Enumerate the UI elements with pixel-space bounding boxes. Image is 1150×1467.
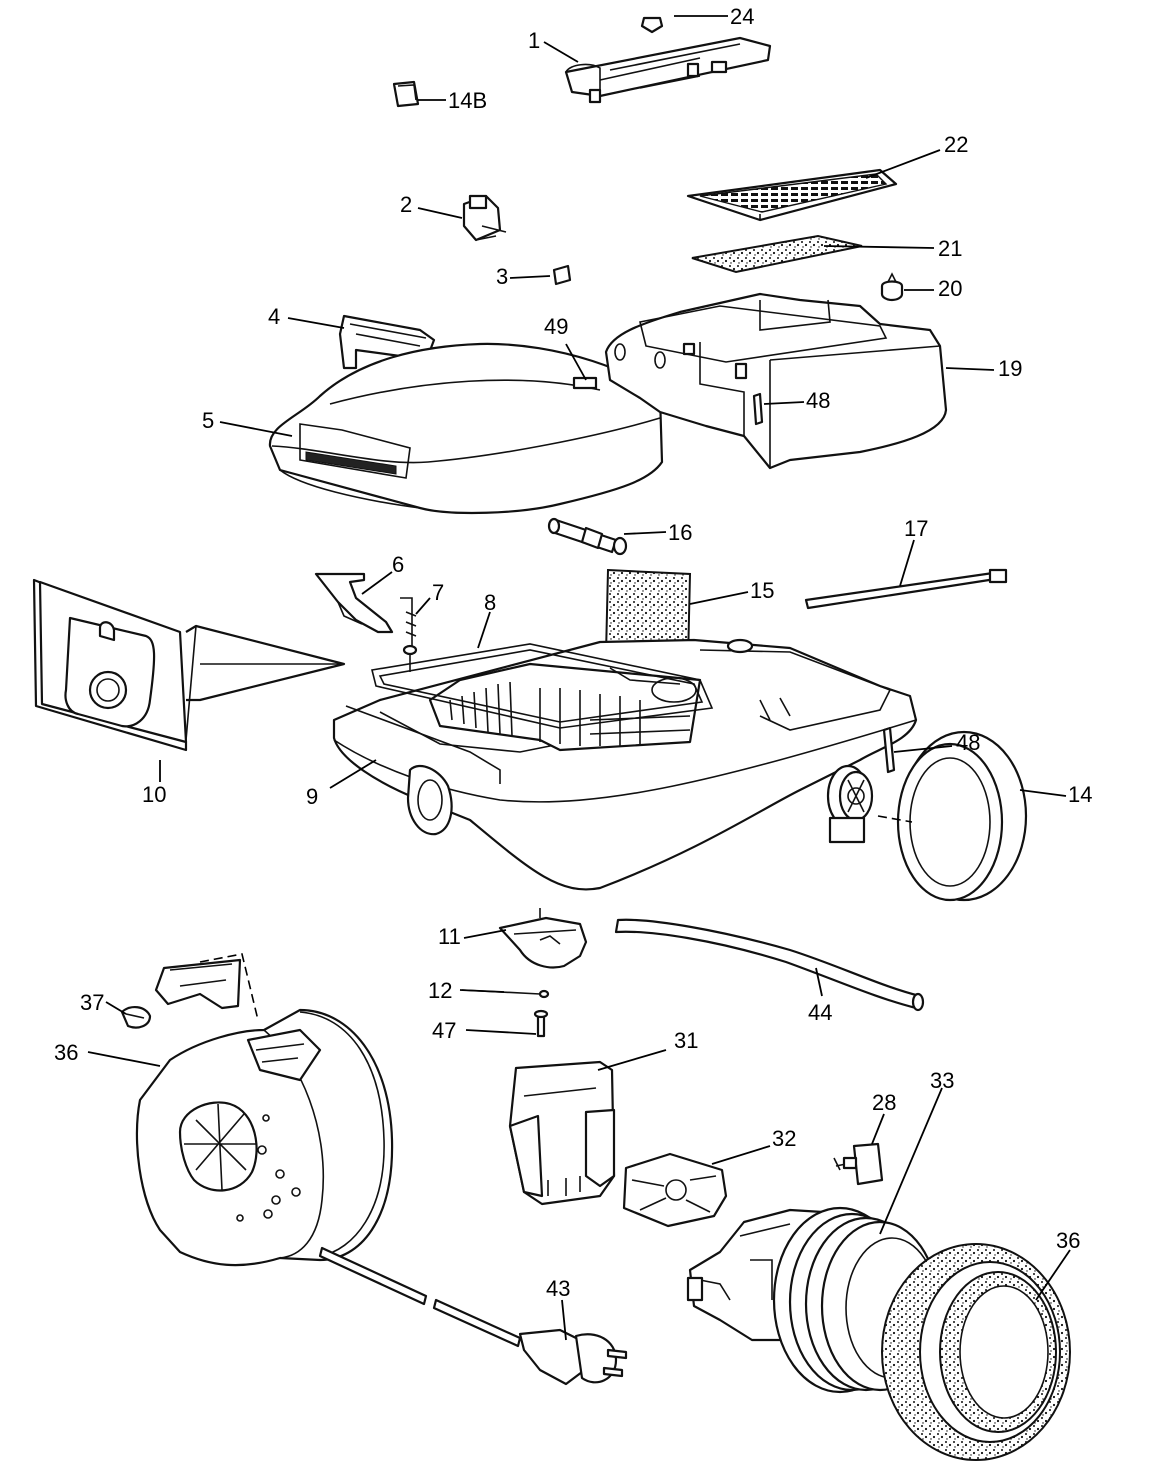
callout-14B: 14B <box>448 88 487 113</box>
callout-11: 11 <box>438 924 461 949</box>
callout-24: 24 <box>730 4 754 29</box>
callout-16: 16 <box>668 520 692 545</box>
callout-labels: 24 1 14B 22 2 21 3 20 4 49 19 48 5 16 17… <box>54 4 1092 1301</box>
part-43-cord-plug <box>318 1246 628 1386</box>
part-14-wheel <box>896 730 1028 902</box>
callout-7: 7 <box>432 580 444 605</box>
callout-21: 21 <box>938 236 962 261</box>
callout-14: 14 <box>1068 782 1092 807</box>
part-3-tab <box>552 264 572 286</box>
callout-17: 17 <box>904 516 928 541</box>
callout-48-lower: 48 <box>956 730 980 755</box>
callout-31: 31 <box>674 1028 698 1053</box>
callout-47: 47 <box>432 1018 456 1043</box>
part-21-filter-pad <box>691 234 863 274</box>
part-37-cover <box>135 1008 394 1267</box>
part-48-screw-upper <box>752 392 764 426</box>
callout-22: 22 <box>944 132 968 157</box>
part-7-spring <box>400 597 418 672</box>
part-9-body <box>332 638 918 891</box>
callout-32: 32 <box>772 1126 796 1151</box>
part-44-hose <box>614 918 925 1012</box>
callout-43: 43 <box>546 1276 570 1301</box>
callout-1: 1 <box>528 28 540 53</box>
part-16-pin <box>547 517 628 556</box>
part-19-rear-housing <box>604 292 948 470</box>
callout-6: 6 <box>392 552 404 577</box>
part-40-bracket <box>120 958 242 1029</box>
part-32-baffle <box>622 1152 728 1228</box>
callout-37: 36 <box>54 1040 78 1065</box>
part-28-terminal <box>833 1142 884 1186</box>
callout-36: 36 <box>1056 1228 1080 1253</box>
callout-44: 44 <box>808 1000 832 1025</box>
callout-12: 12 <box>428 978 452 1003</box>
callout-28: 28 <box>872 1090 896 1115</box>
callout-8: 8 <box>484 590 496 615</box>
callout-9: 9 <box>306 784 318 809</box>
part-6-bracket <box>314 572 394 634</box>
part-2-switch <box>462 194 507 242</box>
part-10-dust-bag <box>32 578 346 752</box>
leader-lines <box>87 15 1071 1341</box>
callout-4: 4 <box>268 304 280 329</box>
part-5-lid <box>268 342 664 515</box>
part-20-knob <box>880 272 904 302</box>
callout-15: 15 <box>750 578 774 603</box>
part-14B-plate <box>392 80 420 108</box>
part-31-panel <box>508 1060 616 1206</box>
callout-48-upper: 48 <box>806 388 830 413</box>
callout-3: 3 <box>496 264 508 289</box>
callout-10: 10 <box>142 782 166 807</box>
callout-40: 37 <box>80 990 104 1015</box>
part-17-rod <box>804 568 1008 610</box>
callout-33: 33 <box>930 1068 954 1093</box>
callout-49: 49 <box>544 314 568 339</box>
callout-20: 20 <box>938 276 962 301</box>
callout-19: 19 <box>998 356 1022 381</box>
part-1-top-cover <box>564 36 772 104</box>
part-36-filter-ring <box>881 1243 1071 1461</box>
part-11-scoop <box>498 908 588 969</box>
part-8-frame <box>371 643 714 729</box>
part-24-clip <box>640 16 664 34</box>
part-48-screw-lower <box>882 726 896 774</box>
part-22-grille <box>686 168 898 222</box>
part-47-screw <box>533 1009 549 1038</box>
callout-5: 5 <box>202 408 214 433</box>
callout-2: 2 <box>400 192 412 217</box>
